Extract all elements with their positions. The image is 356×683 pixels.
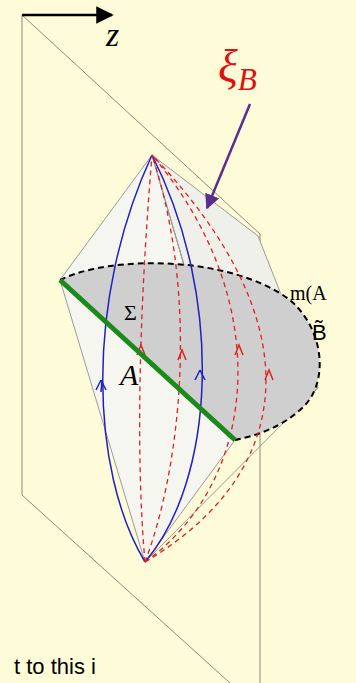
vector-field-label: ξB: [218, 44, 257, 95]
leader-arrow: [207, 104, 250, 208]
region-label: A: [120, 360, 138, 390]
surface-label: m(A: [290, 283, 327, 303]
flow-arrowhead: [195, 370, 205, 380]
region-label: B̃: [312, 322, 327, 344]
z-axis-arrow: [22, 14, 112, 17]
boundary-region: [60, 280, 235, 440]
sigma-surface: [60, 263, 320, 440]
extremal-surface: [60, 263, 320, 440]
axis-label: z: [106, 18, 119, 52]
surface-label: Σ: [124, 302, 137, 324]
flow-arrowhead: [96, 380, 106, 392]
caption-fragment: t to this i: [14, 656, 96, 678]
killing-arrowheads: [137, 345, 273, 380]
killing-flow-curves: [140, 155, 266, 562]
modular-flow-curves: [0, 0, 202, 562]
